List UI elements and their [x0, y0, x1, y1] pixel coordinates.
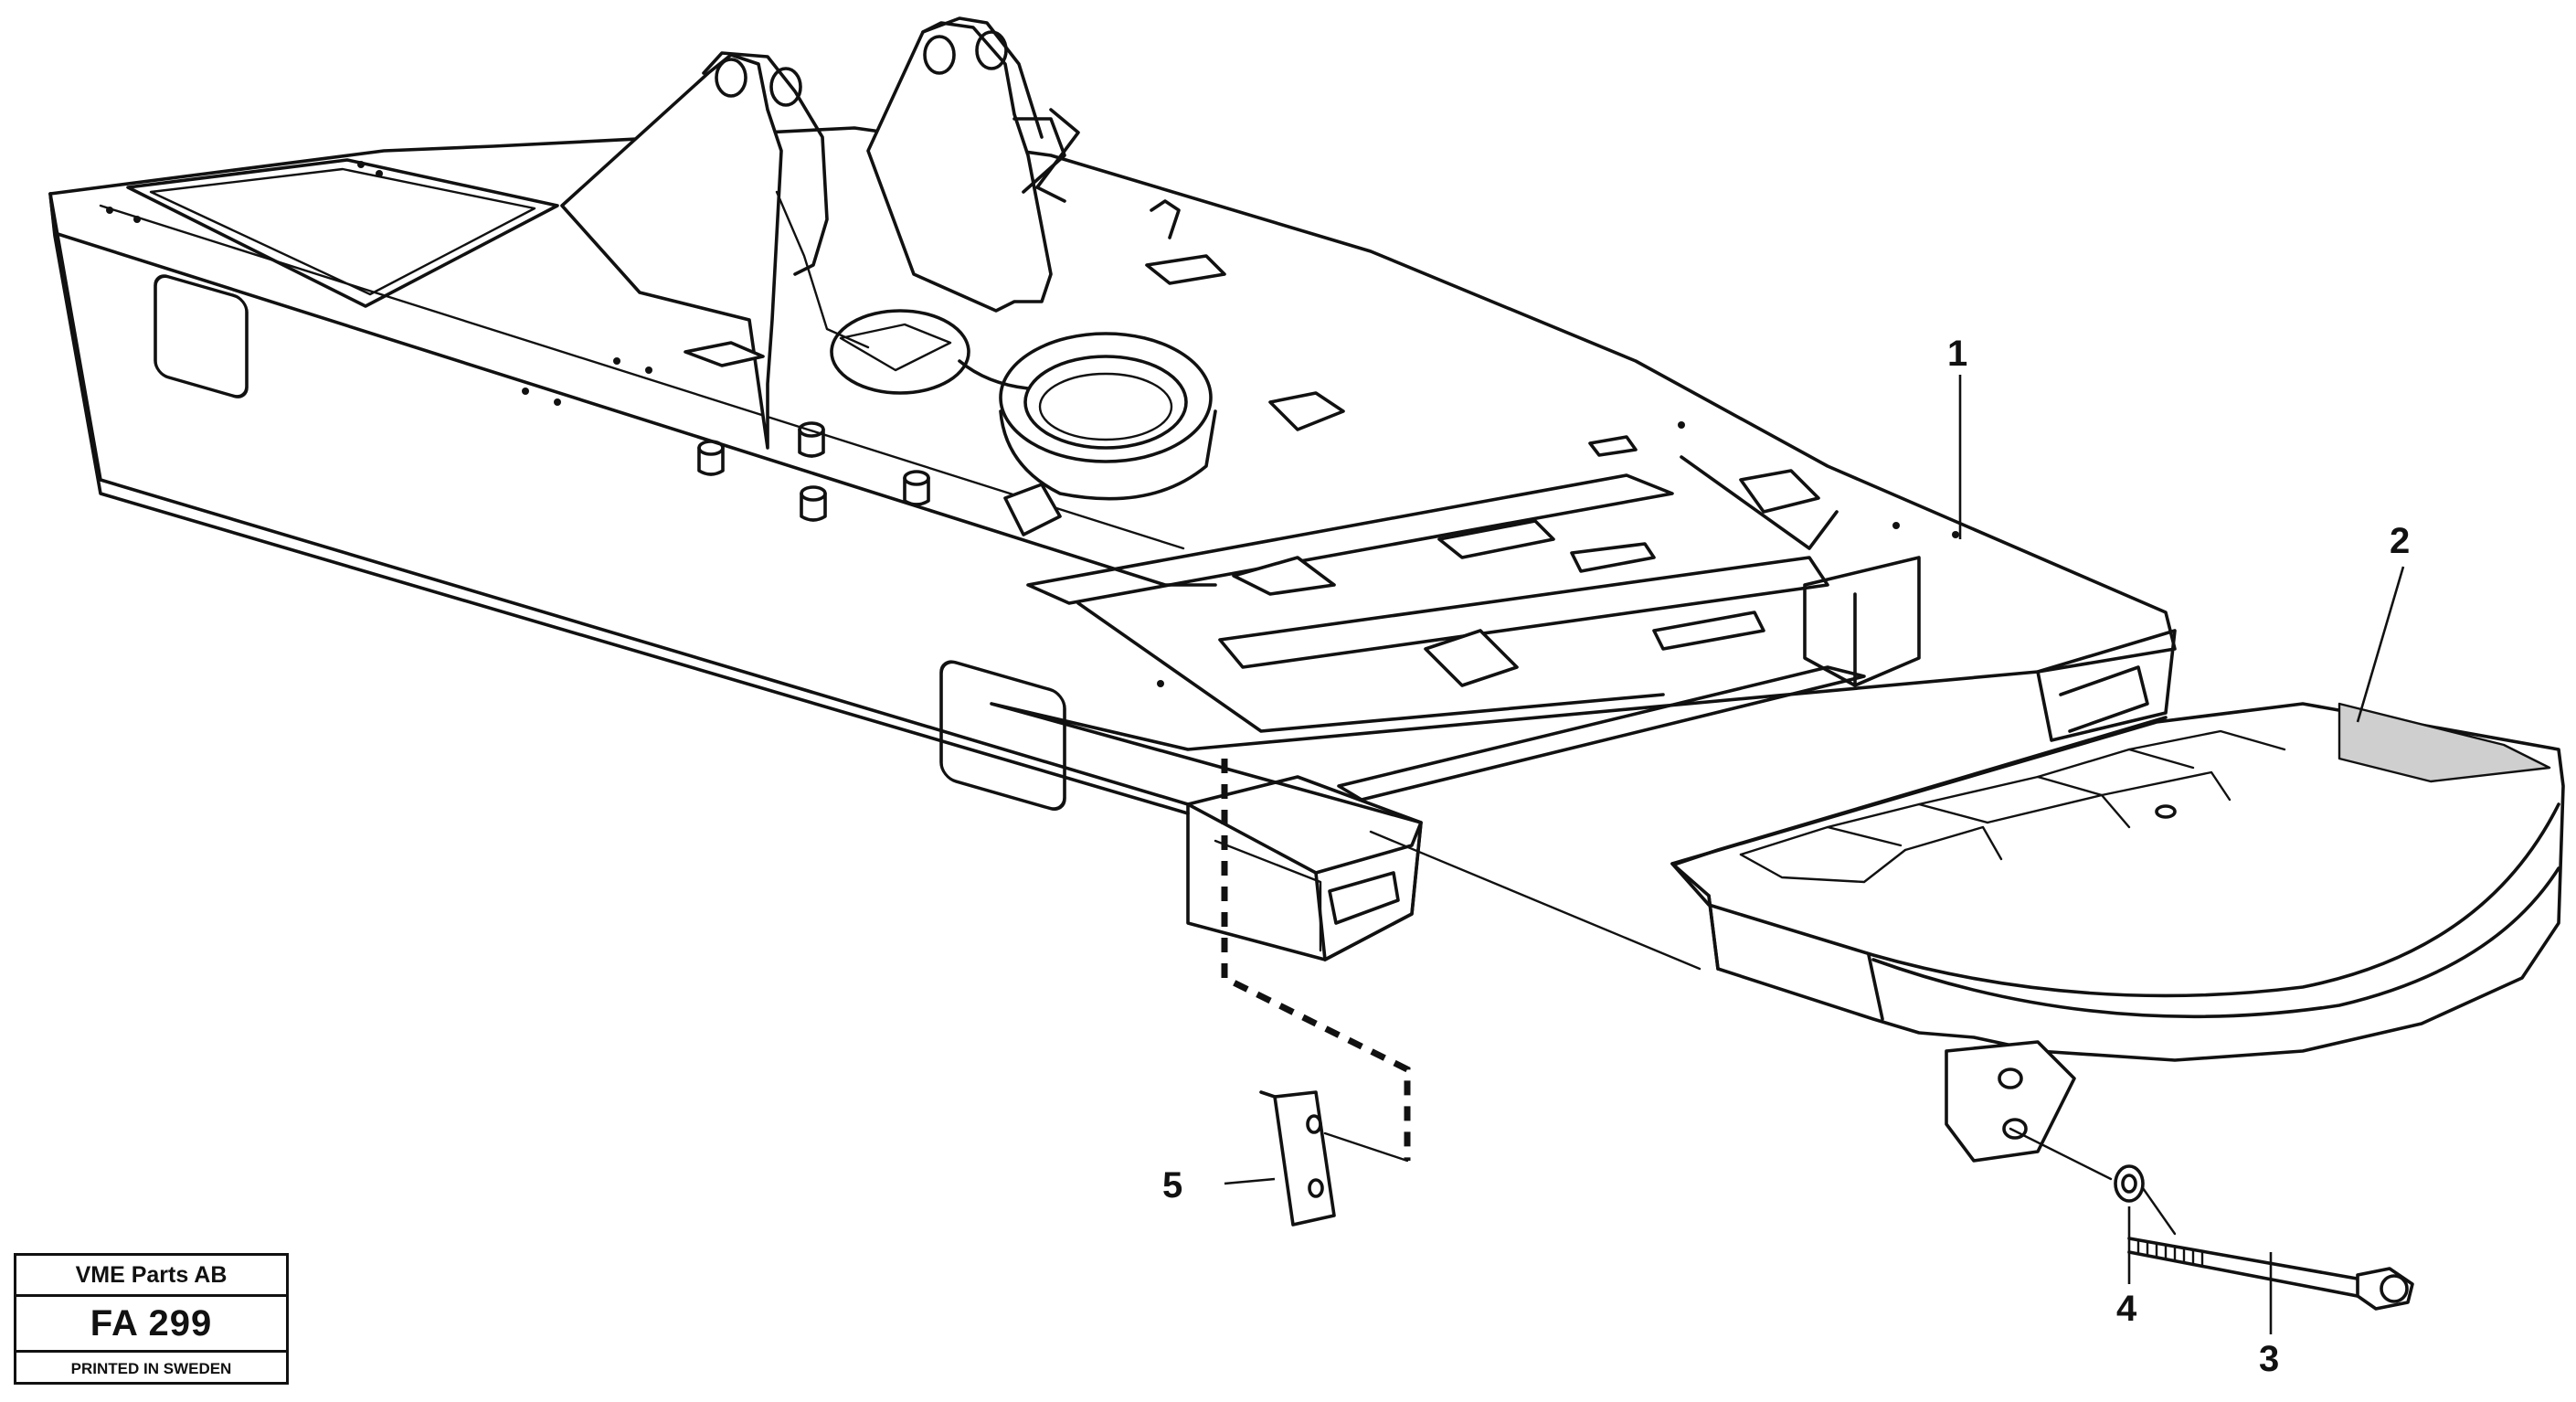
- callout-2: 2: [2390, 521, 2410, 561]
- callout-5: 5: [1162, 1165, 1182, 1206]
- stamp-code: FA 299: [16, 1297, 286, 1353]
- callout-1: 1: [1947, 334, 1967, 374]
- plate-part-5: [1259, 1090, 1336, 1227]
- counterweight-part-2: [1670, 702, 2565, 1163]
- stamp-company: VME Parts AB: [16, 1256, 286, 1297]
- bolt-part-3: [2127, 1237, 2414, 1311]
- stamp-printed: PRINTED IN SWEDEN: [70, 1360, 232, 1377]
- callout-leaders: [1224, 375, 2405, 1334]
- callout-4: 4: [2116, 1289, 2137, 1329]
- upper-frame-part-1: [48, 16, 2177, 961]
- title-stamp: VME Parts AB FA 299 PRINTED IN SWEDEN: [14, 1253, 289, 1385]
- callout-3: 3: [2259, 1339, 2279, 1379]
- washer-part-4: [2114, 1164, 2145, 1203]
- assembly-lines: [1221, 759, 2177, 1236]
